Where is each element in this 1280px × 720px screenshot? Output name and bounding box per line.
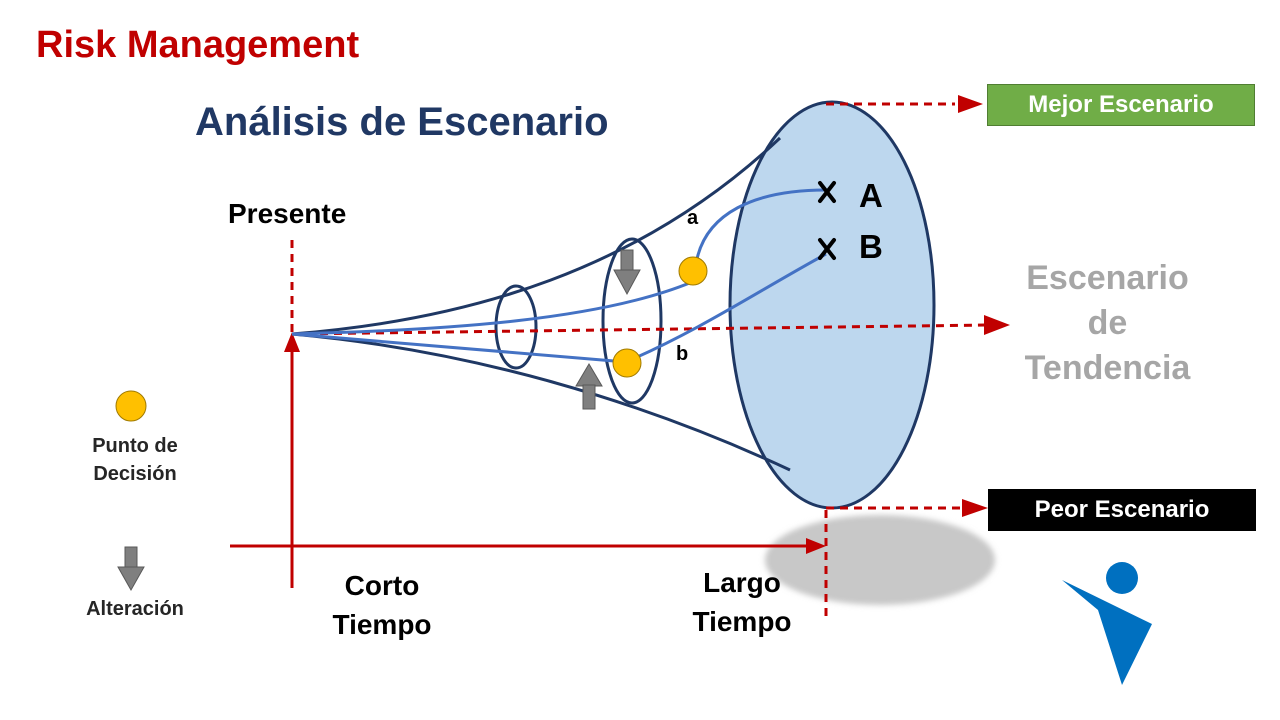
present-axis-arrowhead xyxy=(284,332,300,352)
path-b xyxy=(625,252,827,364)
trend-arrowhead xyxy=(984,315,1010,335)
worst-scenario-box: Peor Escenario xyxy=(988,489,1256,531)
path-to-b-lower xyxy=(291,332,627,364)
decision-point-upper-icon xyxy=(678,256,708,286)
legend-alteration-arrow-icon xyxy=(117,546,145,592)
mid-term-ellipse xyxy=(601,237,663,405)
point-b-label: B xyxy=(859,228,883,265)
best-arrowhead xyxy=(958,95,983,113)
trend-label-line3: Tendencia xyxy=(1024,349,1191,387)
trend-label-line2: de xyxy=(1087,304,1128,342)
page-title: Risk Management xyxy=(36,24,360,66)
point-b-x-icon xyxy=(818,238,836,260)
legend-decision-line1: Punto de xyxy=(92,435,178,457)
person-logo-icon xyxy=(1062,562,1152,685)
long-term-label: Largo Tiempo xyxy=(680,563,804,641)
trend-dashed-line xyxy=(291,323,991,336)
legend-decision-line2: Decisión xyxy=(93,463,177,485)
best-scenario-box: Mejor Escenario xyxy=(987,84,1255,126)
path-to-a-upper xyxy=(291,280,693,336)
legend-decision-point-icon xyxy=(115,390,147,422)
alteration-down-arrow-icon xyxy=(613,249,641,296)
cone-upper-edge xyxy=(291,136,782,336)
short-term-label-line2: Tiempo xyxy=(332,609,432,640)
long-term-label-line1: Largo xyxy=(703,567,781,598)
ellipse-shadow xyxy=(765,515,995,605)
short-term-ellipse xyxy=(494,284,538,370)
legend-alteration-label: Alteración xyxy=(86,598,184,620)
short-term-label: Corto Tiempo xyxy=(320,566,444,644)
path-a xyxy=(693,188,827,273)
alteration-up-arrow-icon xyxy=(575,363,603,410)
cone-lower-edge xyxy=(291,332,791,472)
time-axis-arrowhead xyxy=(806,538,826,554)
worst-arrowhead xyxy=(962,499,988,517)
point-a-x-icon xyxy=(818,181,836,203)
point-a-label: A xyxy=(859,177,883,214)
trend-label-line1: Escenario xyxy=(1026,259,1189,297)
path-b-label: b xyxy=(676,343,689,365)
decision-point-lower-icon xyxy=(612,348,642,378)
present-label: Presente xyxy=(228,198,347,229)
diagram-subtitle: Análisis de Escenario xyxy=(195,100,609,144)
short-term-label-line1: Corto xyxy=(344,570,420,601)
trend-scenario-label: Escenario de Tendencia xyxy=(1000,256,1215,391)
long-term-label-line2: Tiempo xyxy=(692,606,792,637)
outcome-ellipse xyxy=(728,100,936,510)
legend-decision-point-label: Punto de Decisión xyxy=(70,432,200,488)
path-a-label: a xyxy=(687,207,699,229)
